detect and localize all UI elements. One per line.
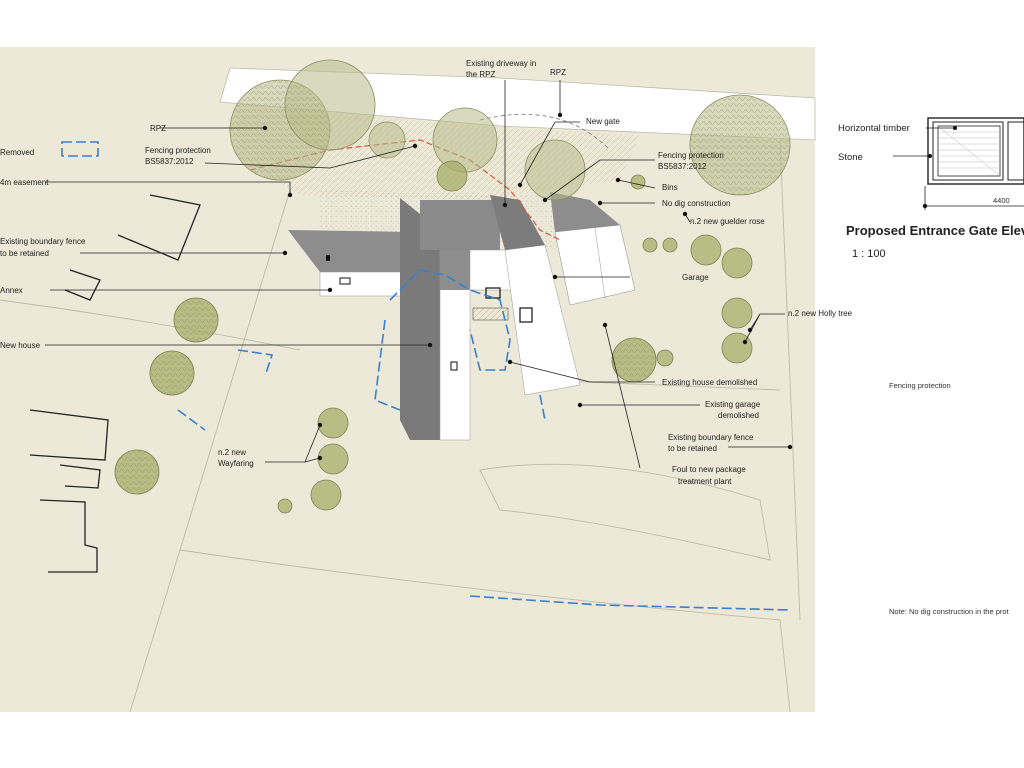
label-rpz-left: RPZ xyxy=(150,124,166,133)
note-fencing-protection: Fencing protection xyxy=(889,381,951,390)
label-boundary-right-2: to be retained xyxy=(668,444,717,453)
label-garage-demolished-2: demolished xyxy=(718,411,759,420)
gate-elevation-title: Proposed Entrance Gate Elev xyxy=(846,223,1024,238)
label-existing-driveway-1: Existing driveway in xyxy=(466,59,536,68)
site-labels: Removed 4m easement RPZ Fencing protecti… xyxy=(0,59,853,486)
rpz-arc xyxy=(479,113,611,151)
label-bins: Bins xyxy=(662,183,678,192)
buildings xyxy=(288,192,636,441)
label-guelder-rose: n.2 new guelder rose xyxy=(690,217,765,226)
label-garage-demolished-1: Existing garage xyxy=(705,400,761,409)
label-foul-2: treatment plant xyxy=(678,477,732,486)
label-no-dig: No dig construction xyxy=(662,199,730,208)
label-house-demolished: Existing house demolished xyxy=(662,378,757,387)
label-rpz-top: RPZ xyxy=(550,68,566,77)
label-fencing-left-1: Fencing protection xyxy=(145,146,211,155)
label-horizontal-timber: Horizontal timber xyxy=(838,123,910,134)
label-boundary-left-2: to be retained xyxy=(0,249,49,258)
label-boundary-left-1: Existing boundary fence xyxy=(0,237,86,246)
label-existing-driveway-2: the RPZ xyxy=(466,70,495,79)
trees xyxy=(114,59,791,514)
label-holly: n.2 new Holly tree xyxy=(788,309,853,318)
leader-lines xyxy=(45,80,793,469)
site-boundary-lines xyxy=(0,139,801,713)
label-garage: Garage xyxy=(682,273,709,282)
proposed-outline xyxy=(61,141,791,611)
label-new-house: New house xyxy=(0,341,41,350)
label-fencing-right-2: BS5837:2012 xyxy=(658,162,707,171)
label-wayfaring-2: Wayfaring xyxy=(218,459,254,468)
label-removed: Removed xyxy=(0,148,34,157)
note-no-dig: Note: No dig construction in the prot xyxy=(889,607,1010,616)
gate-elevation-scale: 1 : 100 xyxy=(852,248,886,260)
label-fencing-left-2: BS5837:2012 xyxy=(145,157,194,166)
label-annex: Annex xyxy=(0,286,23,295)
label-wayfaring-1: n.2 new xyxy=(218,448,246,457)
label-new-gate: New gate xyxy=(586,117,620,126)
gate-elevation: Horizontal timber Stone 4400 Proposed En… xyxy=(838,117,1024,260)
label-boundary-right-1: Existing boundary fence xyxy=(668,433,754,442)
label-dimension: 4400 xyxy=(993,196,1010,205)
label-stone: Stone xyxy=(838,152,863,163)
label-fencing-right-1: Fencing protection xyxy=(658,151,724,160)
label-easement: 4m easement xyxy=(0,178,49,187)
label-foul-1: Foul to new package xyxy=(672,465,746,474)
